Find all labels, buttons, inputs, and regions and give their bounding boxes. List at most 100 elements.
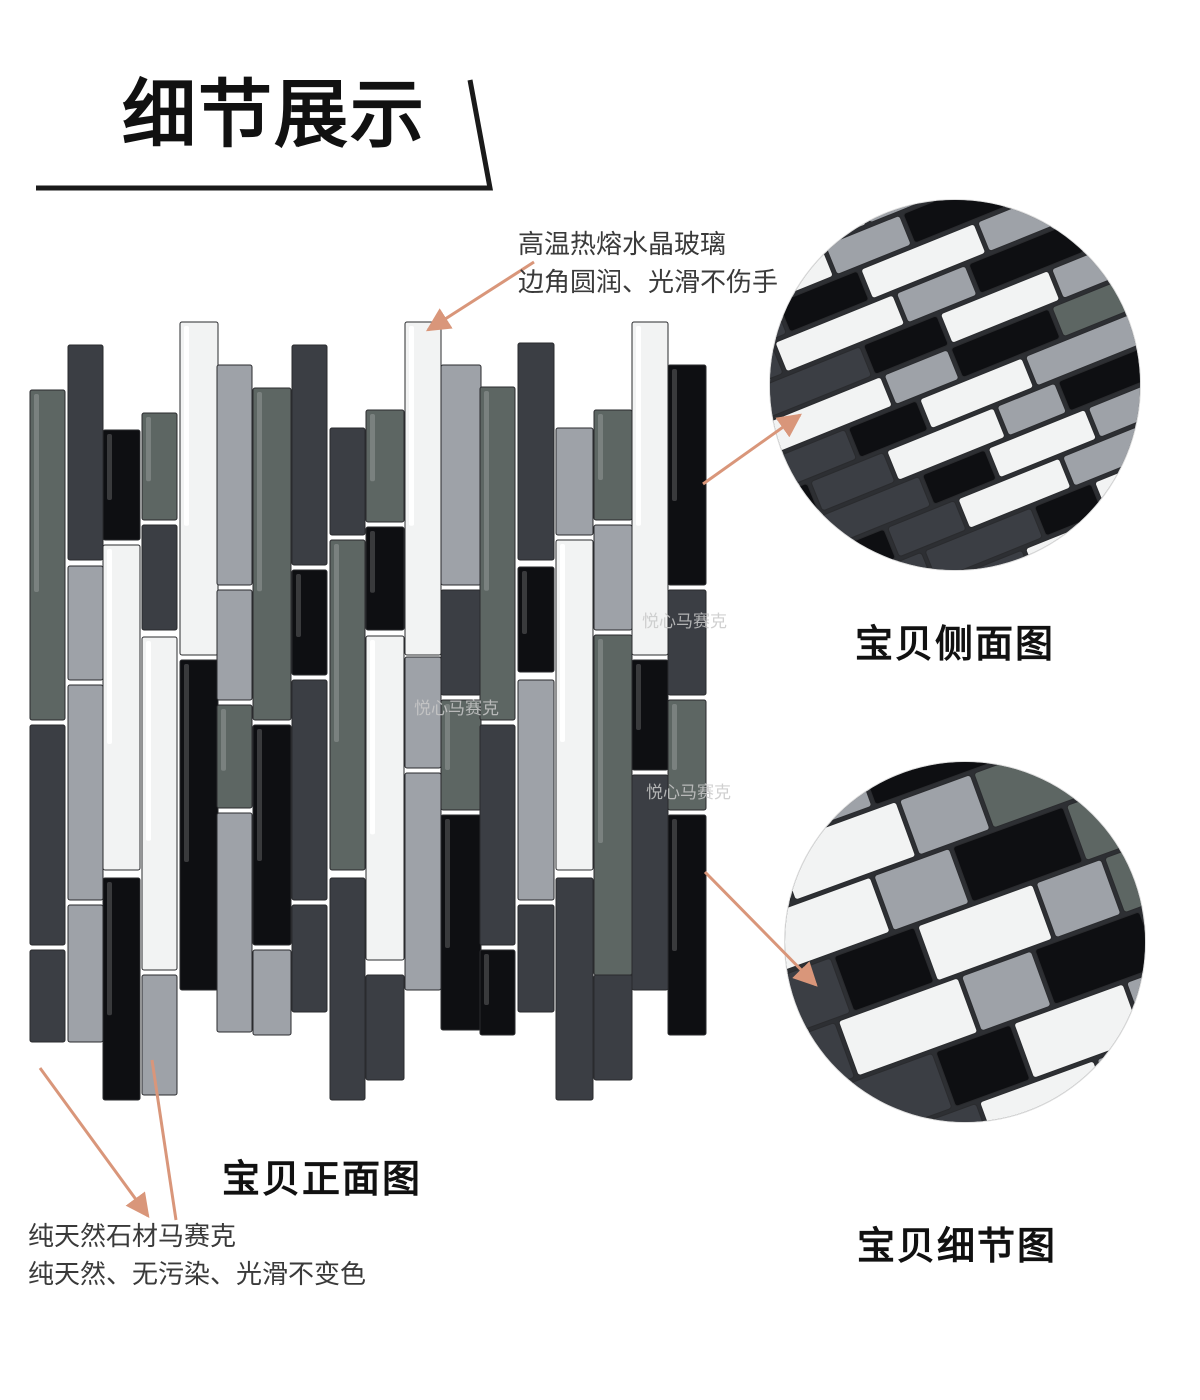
closeup-tile (940, 271, 1060, 343)
mosaic-tile (252, 949, 292, 1036)
mosaic-tile (216, 704, 253, 809)
tile-highlight (34, 394, 39, 592)
header-underline (36, 79, 494, 191)
closeup-tile (887, 408, 1005, 480)
tile-highlight (560, 544, 565, 742)
mosaic-tile (365, 635, 405, 961)
tile-highlight (672, 819, 677, 951)
tile-highlight (445, 704, 450, 770)
caption-side-view: 宝贝侧面图 (855, 622, 1056, 666)
tile-highlight (107, 434, 112, 500)
mosaic-tile (102, 544, 141, 871)
closeup-tile (811, 452, 895, 511)
tile-highlight (146, 417, 151, 482)
mosaic-tile (365, 409, 405, 523)
closeup-tile (988, 409, 1097, 478)
mosaic-tile (216, 589, 253, 701)
mosaic-tile (141, 524, 178, 631)
mosaic-tile (479, 949, 516, 1036)
mosaic-tile (365, 974, 405, 1081)
mosaic-tile (517, 904, 555, 1013)
closeup-tile (1034, 484, 1103, 536)
mosaic-tile (555, 539, 594, 871)
mosaic-tile (365, 526, 405, 631)
mosaic-tile (593, 974, 633, 1081)
stone-callout-line1: 纯天然石材马赛克 (28, 1222, 237, 1252)
tile-highlight (257, 392, 262, 592)
closeup-tile (775, 295, 905, 372)
page-title: 细节展示 (122, 72, 426, 158)
closeup-tile (1105, 822, 1145, 913)
stone-callout-line2: 纯天然、无污染、光滑不变色 (28, 1260, 367, 1290)
closeup-tile (961, 951, 1051, 1031)
mosaic-tile (440, 364, 482, 586)
tile-highlight (370, 414, 375, 482)
side-view-circle-image (770, 200, 1140, 570)
closeup-tile (903, 200, 1024, 243)
tile-highlight (522, 571, 527, 634)
closeup-tile (936, 1025, 1030, 1107)
tile-highlight (484, 954, 489, 1005)
tile-highlight (257, 729, 262, 861)
closeup-tile (899, 774, 990, 855)
tile-highlight (672, 704, 677, 770)
closeup-tile (922, 450, 996, 504)
mosaic-tile (291, 904, 328, 1013)
mosaic-tile (517, 342, 555, 561)
glass-callout-line1: 高温热熔水晶玻璃 (518, 230, 727, 260)
closeup-tile (953, 807, 1083, 902)
closeup-tile (920, 358, 1034, 429)
mosaic-tile (29, 724, 66, 946)
closeup-tile (1035, 912, 1145, 1005)
mosaic-tile (631, 774, 669, 991)
closeup-tile (874, 848, 969, 931)
mosaic-tile (252, 387, 292, 721)
mosaic-tile (141, 412, 178, 521)
glass-callout-line2: 边角圆润、光滑不伤手 (518, 268, 779, 298)
closeup-tile (958, 458, 1071, 528)
closeup-tile (1058, 345, 1140, 411)
tile-highlight (409, 326, 414, 526)
mosaic-tile (667, 699, 707, 811)
closeup-tile (825, 215, 911, 275)
tile-highlight (146, 641, 151, 841)
caption-front-view: 宝贝正面图 (222, 1157, 423, 1201)
mosaic-tile (102, 429, 141, 541)
tile-highlight (107, 549, 112, 744)
mosaic-tile (291, 679, 328, 901)
mosaic-tile (141, 974, 178, 1096)
tile-highlight (334, 544, 339, 742)
closeup-tile (863, 315, 949, 375)
mosaic-tile (555, 877, 594, 1101)
mosaic-tile (329, 877, 366, 1101)
tile-highlight (107, 882, 112, 1016)
closeup-tile (925, 508, 1043, 570)
mosaic-tile (67, 344, 104, 561)
tile-highlight (672, 369, 677, 501)
mosaic-tile (291, 344, 328, 566)
stone-callout: 纯天然石材马赛克 纯天然、无污染、光滑不变色 (28, 1218, 366, 1294)
mosaic-tile (252, 724, 292, 946)
detail-view-circle-image (785, 762, 1145, 1122)
closeup-tile (884, 350, 959, 405)
tile-highlight (296, 574, 301, 637)
mosaic-tile (216, 812, 253, 1033)
closeup-tile (897, 1103, 996, 1122)
closeup-tile (1036, 859, 1121, 938)
closeup-tile (896, 266, 977, 323)
closeup-tile (848, 401, 928, 457)
tile-highlight (370, 531, 375, 593)
closeup-tile (834, 927, 934, 1011)
tile-highlight (445, 819, 450, 948)
closeup-tile (951, 309, 1060, 378)
closeup-tile (861, 224, 986, 299)
tile-highlight (598, 639, 603, 843)
watermark-text: 悦心马赛克 (414, 699, 499, 719)
watermark-text: 悦心马赛克 (646, 783, 731, 803)
tile-highlight (184, 326, 189, 526)
mosaic-tile (517, 566, 555, 673)
mosaic-tile (29, 949, 66, 1043)
tile-highlight (370, 640, 375, 835)
watermark-text: 悦心马赛克 (642, 612, 727, 632)
